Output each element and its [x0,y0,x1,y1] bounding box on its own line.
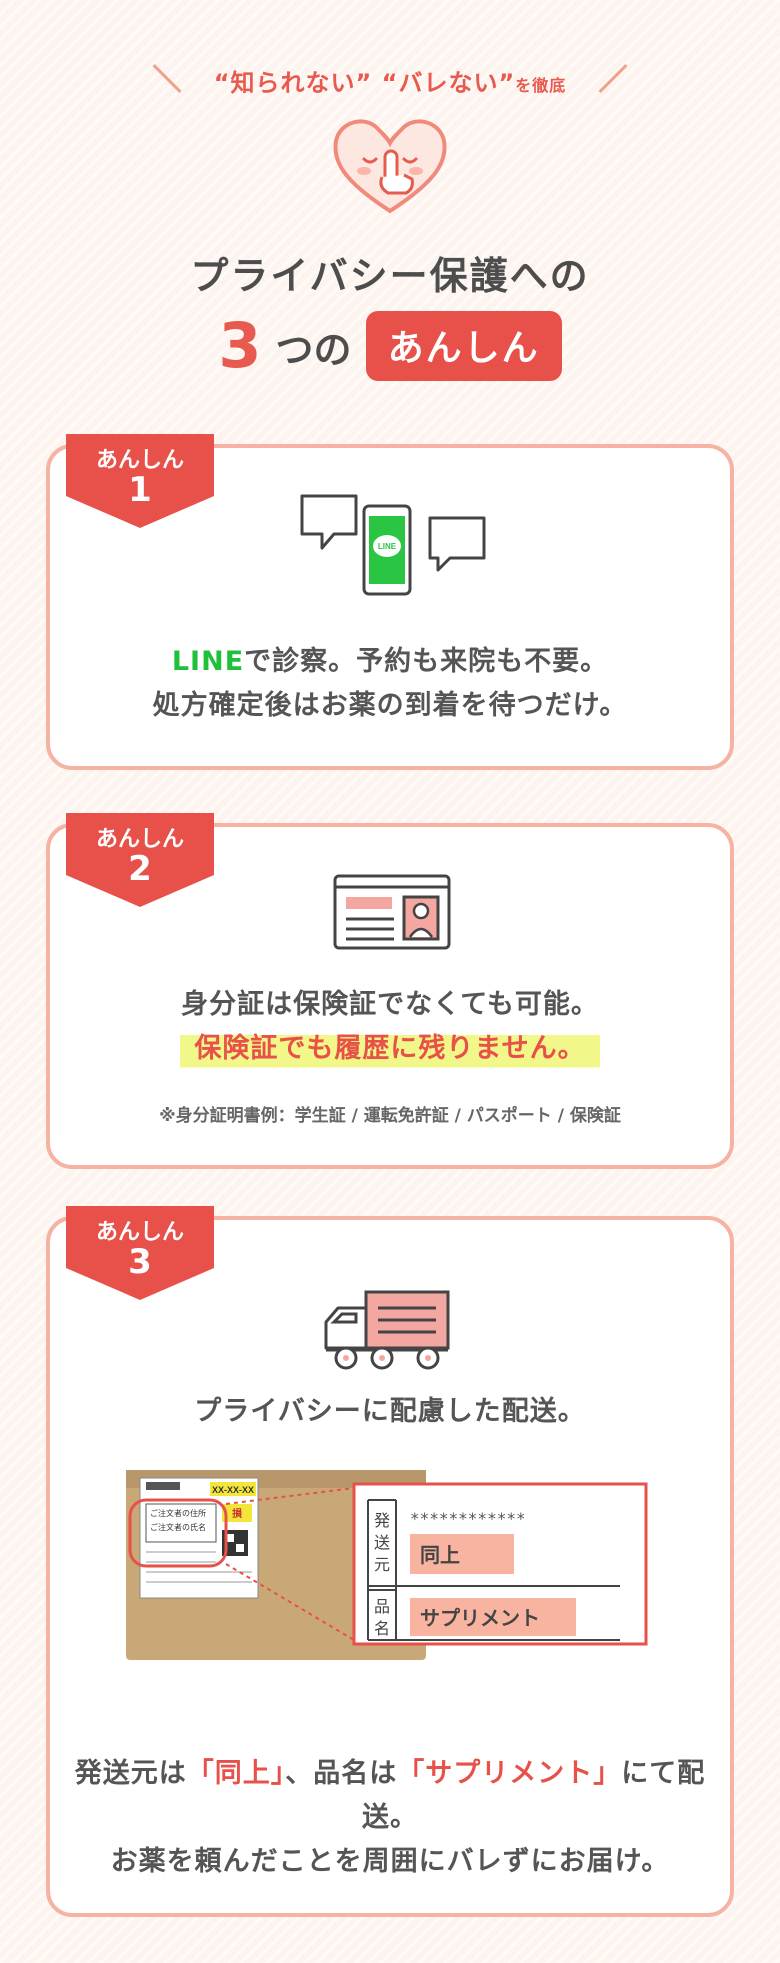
card1-text: LINEで診察。予約も来院も不要。 処方確定後はお薬の到着を待つだけ。 [50,640,730,728]
slip-line2: ご注文者の氏名 [150,1522,206,1532]
tagline-slash-left [152,64,182,93]
sender-heading-2: 送 [374,1533,390,1552]
card3-bottom-line2: お薬を頼んだことを周囲にバレずにお届け。 [110,1846,670,1877]
badge-number: 1 [128,470,152,510]
sender-stars: ************ [410,1509,526,1528]
headline-pill: あんしん [365,311,562,381]
badge-label: あんしん [95,827,184,852]
sender-heading-1: 発 [374,1511,390,1530]
tagline: “知られない” “バレない”を徹底 [0,55,780,105]
badge-label: あんしん [95,448,184,473]
badge-number: 3 [128,1242,152,1282]
item-value: サプリメント [420,1606,540,1630]
card2-text: 身分証は保険証でなくても可能。 保険証でも履歴に残りません。 [50,983,730,1071]
headline-line1: プライバシー保護への [190,254,590,298]
headline-number: 3 [218,309,262,382]
slip-line1: ご注文者の住所 [150,1508,206,1518]
sender-value: 同上 [420,1543,460,1567]
sender-heading-3: 元 [374,1555,390,1574]
badge-1: あんしん 1 [66,434,214,530]
card2-line1: 身分証は保険証でなくても可能。 [181,989,599,1020]
shush-heart-icon [333,119,447,214]
anshin-card-2: あんしん 2 身分証は保険証でなくても可能。 保険証でも履歴に残りません。 ※身… [46,813,734,1169]
tagline-slash-right [598,64,628,93]
headline-line2: 3 つの あんしん [0,310,780,382]
anshin-card-3: あんしん 3 プライバシーに配慮した配送。 [46,1206,734,1917]
badge-number: 2 [128,849,152,889]
badge-3: あんしん 3 [66,1206,214,1302]
id-examples-note: ※身分証明書例：学生証 / 運転免許証 / パスポート / 保険証 [159,1106,621,1126]
card3-bottom-line1: 発送元は「同上」、品名は「サプリメント」にて配送。 [74,1758,706,1833]
item-heading-1: 品 [374,1597,390,1616]
card1-line1: LINEで診察。予約も来院も不要。 [171,646,609,677]
slip-top-text: XX-XX-XX [212,1485,254,1495]
card1-line2: 処方確定後はお薬の到着を待つだけ。 [152,690,628,721]
headline-tsu: つの [275,327,352,372]
tagline-text: “知られない” “バレない”を徹底 [213,69,567,97]
delivery-truck-icon [324,1290,450,1370]
card2-highlight: 保険証でも履歴に残りません。 [50,1027,730,1071]
line-chat-phone-icon: LINE [300,494,486,596]
card3-line1: プライバシーに配慮した配送。 [194,1396,586,1427]
item-heading-2: 名 [374,1619,390,1638]
slip-stamp: 損 [232,1507,243,1520]
card3-bottom-text: 発送元は「同上」、品名は「サプリメント」にて配送。 お薬を頼んだことを周囲にバレ… [50,1752,730,1884]
package-label-illustration: XX-XX-XX ご注文者の住所 ご注文者の氏名 損 [126,1470,648,1660]
phone-line-label: LINE [378,542,397,551]
id-card-icon [333,874,451,950]
badge-2: あんしん 2 [66,813,214,909]
badge-label: あんしん [95,1220,184,1245]
anshin-card-1: あんしん 1 LINE LINEで診察。予約も来院も不要。 処方確定後はお薬の到… [46,434,734,770]
